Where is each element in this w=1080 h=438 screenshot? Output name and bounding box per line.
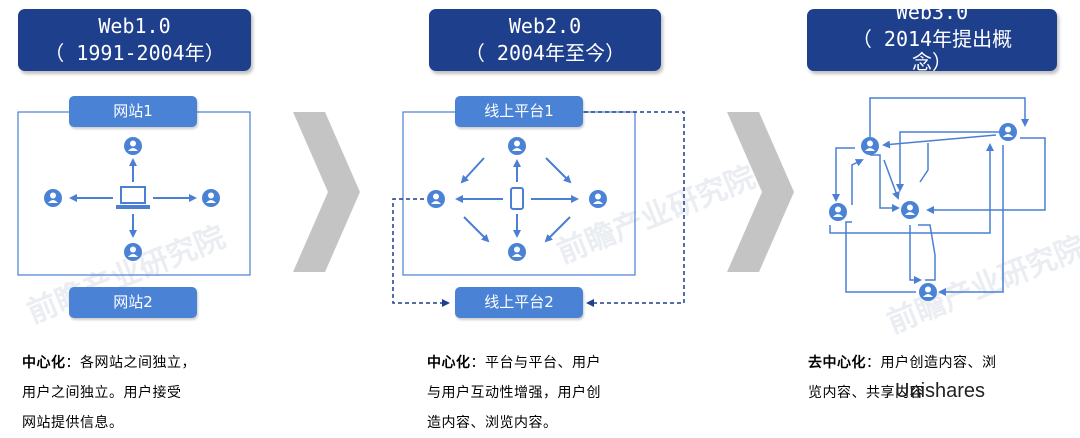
user-icon: [508, 137, 526, 155]
user-icon: [427, 190, 445, 208]
user-icon: [508, 243, 526, 261]
web1-desc-text: ：各网站之间独立，: [65, 355, 196, 371]
web3-description: 去中心化：用户创造内容、浏 览内容、共享内容: [808, 348, 1078, 408]
brand-watermark-text: Unishares: [895, 380, 986, 402]
web3-years: （ 2014年提出概: [851, 27, 1013, 51]
site-2-tab: 网站2: [69, 287, 197, 318]
user-icon: [124, 137, 142, 155]
web2-desc-text: ：平台与平台、用户: [470, 355, 601, 371]
web1-header: Web1.0 （ 1991-2004年）: [18, 9, 251, 71]
user-icon: [861, 137, 879, 155]
user-icon: [999, 123, 1017, 141]
web2-title: Web2.0: [508, 14, 582, 38]
web3-desc-line2: 览内容、共享内容: [808, 385, 924, 401]
user-icon: [202, 189, 220, 207]
web1-desc-line3: 网站提供信息。: [22, 415, 124, 431]
web2-years: （ 2004年至今）: [464, 41, 626, 65]
web2-header: Web2.0 （ 2004年至今）: [429, 9, 661, 71]
web2-description: 中心化：平台与平台、用户 与用户互动性增强，用户创 造内容、浏览内容。: [427, 348, 687, 438]
brand-watermark: Unishares: [895, 380, 985, 403]
web1-years: （ 1991-2004年）: [44, 41, 225, 65]
web2-desc-line3: 造内容、浏览内容。: [427, 415, 558, 431]
platform-2-tab: 线上平台2: [455, 287, 583, 318]
user-icon: [901, 201, 919, 219]
platform-1-tab: 线上平台1: [455, 96, 583, 127]
web1-desc-line2: 用户之间独立。用户接受: [22, 385, 182, 401]
web2-desc-line2: 与用户互动性增强，用户创: [427, 385, 601, 401]
dashed-link-right: [584, 111, 685, 307]
user-icon: [124, 243, 142, 261]
web2-desc-bold: 中心化: [427, 355, 471, 371]
dashed-link-left: [392, 198, 450, 307]
web1-desc-bold: 中心化: [22, 355, 66, 371]
user-icon: [919, 283, 937, 301]
chevron-arrow-2: [727, 112, 794, 272]
web3-desc-text: ：用户创造内容、浏: [866, 355, 997, 371]
user-icon: [829, 203, 847, 221]
laptop-icon: [116, 186, 150, 209]
web1-title: Web1.0: [98, 14, 171, 38]
web3-title: Web3.0: [895, 0, 969, 24]
web1-description: 中心化：各网站之间独立， 用户之间独立。用户接受 网站提供信息。: [22, 348, 272, 438]
phone-icon: [510, 187, 524, 210]
user-icon: [44, 189, 62, 207]
site-1-tab: 网站1: [69, 96, 197, 127]
chevron-arrow-1: [293, 112, 360, 272]
web3-header: Web3.0 （ 2014年提出概 念）: [807, 0, 1057, 74]
web3-desc-bold: 去中心化: [808, 355, 866, 371]
web3-network: [829, 97, 1046, 296]
user-icon: [589, 190, 607, 208]
web3-years-cont: 念）: [912, 50, 952, 74]
